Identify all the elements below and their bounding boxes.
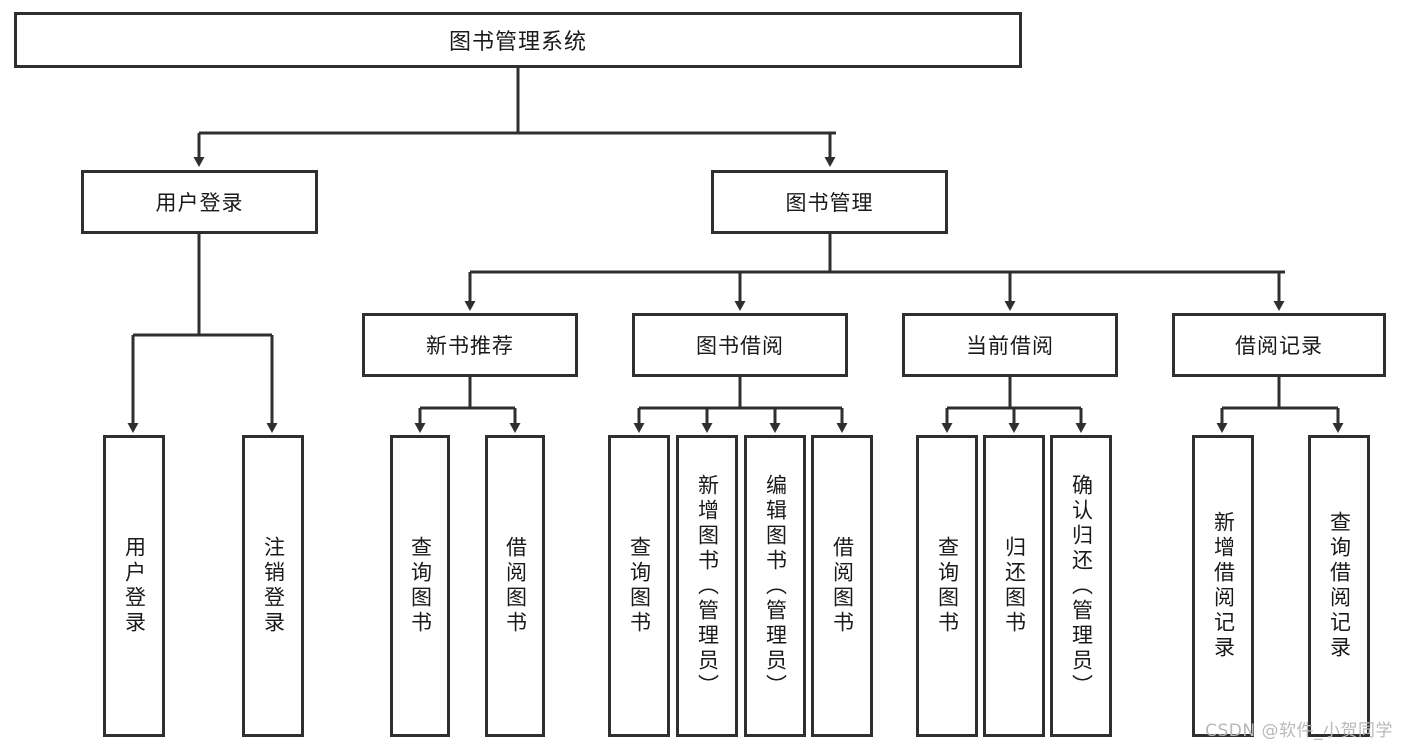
leaf-query-book-current[interactable]: 查询图书: [916, 435, 978, 737]
node-label: 借阅图书: [830, 536, 855, 636]
node-label: 归还图书: [1002, 536, 1027, 636]
node-label: 编辑图书（管理员）: [763, 473, 788, 699]
node-new-book-recommend[interactable]: 新书推荐: [362, 313, 578, 377]
leaf-query-borrow-record[interactable]: 查询借阅记录: [1308, 435, 1370, 737]
node-label: 注销登录: [261, 536, 286, 636]
leaf-logout-login[interactable]: 注销登录: [242, 435, 304, 737]
leaf-return-book[interactable]: 归还图书: [983, 435, 1045, 737]
leaf-query-book-new-book[interactable]: 查询图书: [390, 435, 450, 737]
node-label: 新增图书（管理员）: [695, 473, 720, 699]
node-label: 查询借阅记录: [1327, 511, 1352, 661]
node-label: 新增借阅记录: [1211, 511, 1236, 661]
node-label: 查询图书: [408, 536, 433, 636]
node-label: 图书管理: [785, 191, 874, 215]
leaf-borrow-book-borrow[interactable]: 借阅图书: [811, 435, 873, 737]
node-user-login[interactable]: 用户登录: [81, 170, 318, 234]
leaf-add-borrow-record[interactable]: 新增借阅记录: [1192, 435, 1254, 737]
node-book-borrow[interactable]: 图书借阅: [632, 313, 848, 377]
node-label: 新书推荐: [426, 334, 514, 358]
node-current-borrow[interactable]: 当前借阅: [902, 313, 1118, 377]
leaf-add-book-admin[interactable]: 新增图书（管理员）: [676, 435, 738, 737]
leaf-borrow-book-new-book[interactable]: 借阅图书: [485, 435, 545, 737]
node-label: 确认归还（管理员）: [1069, 473, 1094, 699]
node-label: 当前借阅: [966, 334, 1054, 358]
leaf-edit-book-admin[interactable]: 编辑图书（管理员）: [744, 435, 806, 737]
node-label: 查询图书: [935, 536, 960, 636]
node-label: 查询图书: [627, 536, 652, 636]
node-label: 图书借阅: [696, 334, 784, 358]
node-label: 借阅记录: [1235, 334, 1323, 358]
node-label: 借阅图书: [503, 536, 528, 636]
node-book-management[interactable]: 图书管理: [711, 170, 948, 234]
node-label: 图书管理系统: [448, 30, 587, 55]
node-label: 用户登录: [155, 191, 244, 215]
leaf-user-login[interactable]: 用户登录: [103, 435, 165, 737]
node-label: 用户登录: [122, 536, 147, 636]
node-borrow-record[interactable]: 借阅记录: [1172, 313, 1386, 377]
leaf-confirm-return-admin[interactable]: 确认归还（管理员）: [1050, 435, 1112, 737]
watermark-csdn: CSDN @软件_小贺同学: [1205, 721, 1393, 741]
node-root-book-management-system[interactable]: 图书管理系统: [14, 12, 1022, 68]
leaf-query-book-borrow[interactable]: 查询图书: [608, 435, 670, 737]
